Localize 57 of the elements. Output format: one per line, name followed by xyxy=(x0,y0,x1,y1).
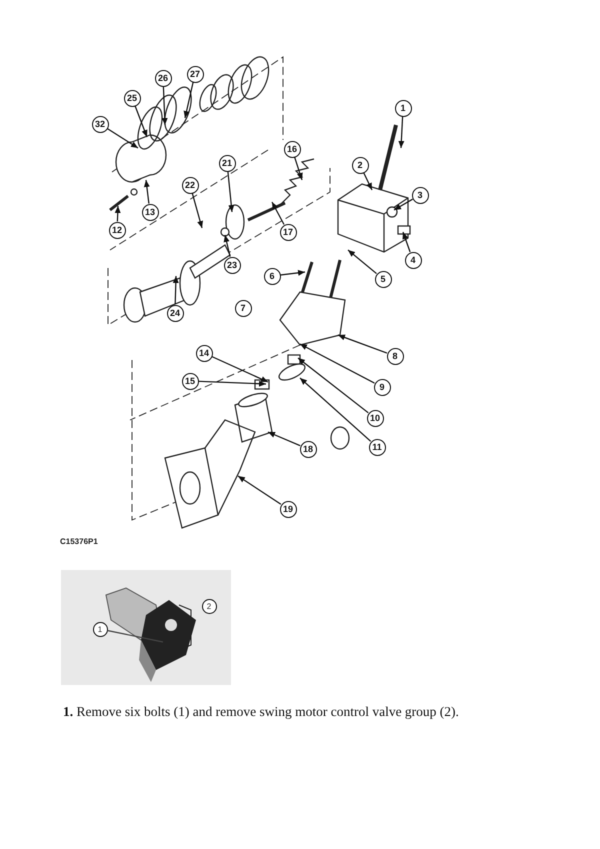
callout-number: 16 xyxy=(284,140,300,158)
callout-number: 7 xyxy=(234,300,252,316)
callout-number: 23 xyxy=(224,256,240,274)
callout-number: 15 xyxy=(182,372,198,390)
callout-number: 1 xyxy=(92,622,108,636)
photo xyxy=(61,570,231,685)
leader-line xyxy=(134,106,148,138)
callout-number: 2 xyxy=(202,598,216,614)
callout-number: 24 xyxy=(166,304,184,322)
leader-line xyxy=(106,128,138,148)
leader-line xyxy=(348,250,377,274)
callout-number: 22 xyxy=(182,176,198,194)
callout-number: 4 xyxy=(404,252,422,268)
leader-line xyxy=(238,476,282,505)
leader-line xyxy=(363,172,373,190)
leader-line xyxy=(338,334,388,354)
callout-number: 14 xyxy=(196,344,212,362)
callout-number: 27 xyxy=(186,66,204,82)
leader-line xyxy=(198,380,266,387)
leader-line xyxy=(402,232,411,252)
leader-line xyxy=(300,343,375,384)
leader-line xyxy=(398,116,404,148)
leader-line xyxy=(211,356,268,383)
leader-line xyxy=(294,156,303,180)
callout-number: 13 xyxy=(142,204,158,220)
callout-number: 12 xyxy=(108,222,126,238)
leader-line xyxy=(394,198,413,211)
callout-number: 3 xyxy=(412,186,428,204)
callout-number: 5 xyxy=(374,270,392,288)
leader-line xyxy=(298,358,369,414)
leader-line xyxy=(114,206,121,222)
callout-number: 19 xyxy=(280,500,296,518)
callout-number: 6 xyxy=(264,268,280,284)
figure-code: C15376P1 xyxy=(60,537,98,546)
leader-line xyxy=(300,378,372,442)
instruction-text: 1. Remove six bolts (1) and remove swing motor control valve group (2). xyxy=(63,704,460,720)
leader-line xyxy=(144,180,150,204)
leader-line xyxy=(227,171,234,212)
leader-line xyxy=(271,202,285,225)
callout-number: 26 xyxy=(154,70,172,86)
callout-number: 9 xyxy=(374,378,390,396)
callout-number: 21 xyxy=(218,154,236,172)
callout-number: 10 xyxy=(366,410,384,426)
callout-number: 32 xyxy=(92,116,108,132)
leader-line xyxy=(192,193,203,228)
leader-line xyxy=(280,270,306,276)
leader-line xyxy=(268,431,300,446)
callout-number: 1 xyxy=(394,100,412,116)
leader-line xyxy=(107,630,164,643)
callout-number: 17 xyxy=(280,224,296,240)
callout-number: 18 xyxy=(300,440,316,458)
callout-number: 25 xyxy=(124,90,140,106)
callout-number: 2 xyxy=(352,156,368,174)
leader-line xyxy=(172,276,179,305)
leader-line xyxy=(224,234,231,257)
callout-number: 11 xyxy=(368,438,386,456)
callout-number: 8 xyxy=(386,348,404,364)
